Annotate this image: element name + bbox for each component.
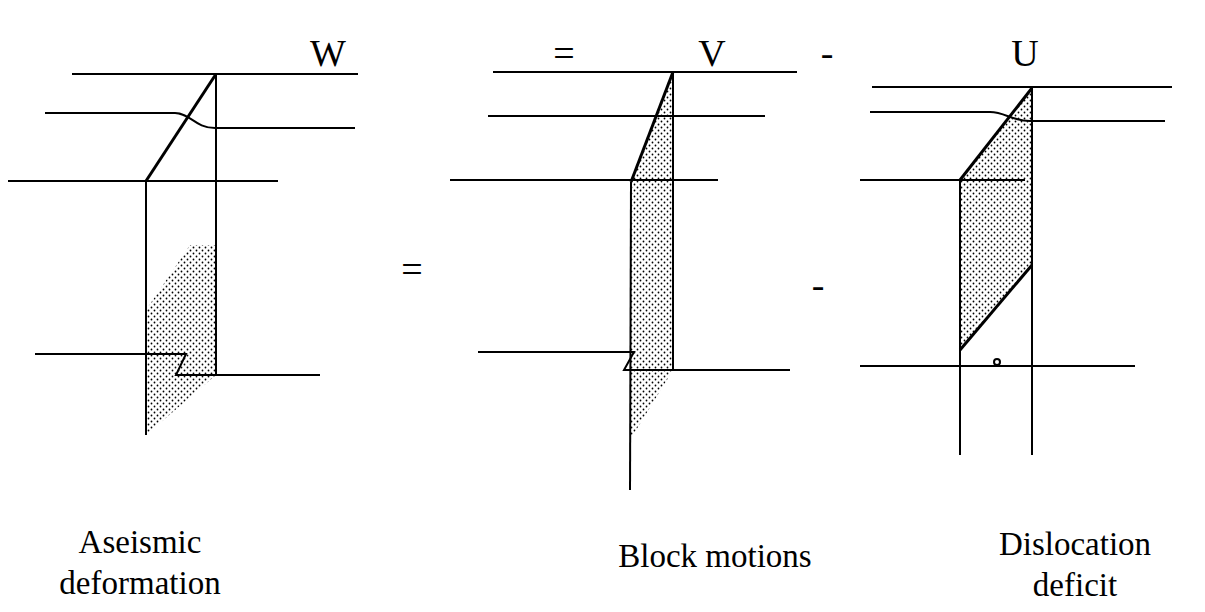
equation-operator: = [387, 246, 437, 294]
aseismic-block [8, 74, 358, 435]
equation-symbol: W [298, 30, 358, 78]
equation-operator: - [793, 262, 843, 310]
equation-symbol: U [995, 30, 1055, 78]
block-motions-block [450, 72, 797, 490]
equation-operator: - [797, 30, 857, 78]
dislocation-block [860, 87, 1172, 455]
equation-symbol: V [682, 30, 742, 78]
panel-caption: Block motions [565, 536, 865, 577]
equation-operator: = [534, 30, 594, 78]
panel-caption: Aseismic deformation [20, 522, 260, 605]
panel-caption: Dislocation deficit [965, 524, 1185, 607]
